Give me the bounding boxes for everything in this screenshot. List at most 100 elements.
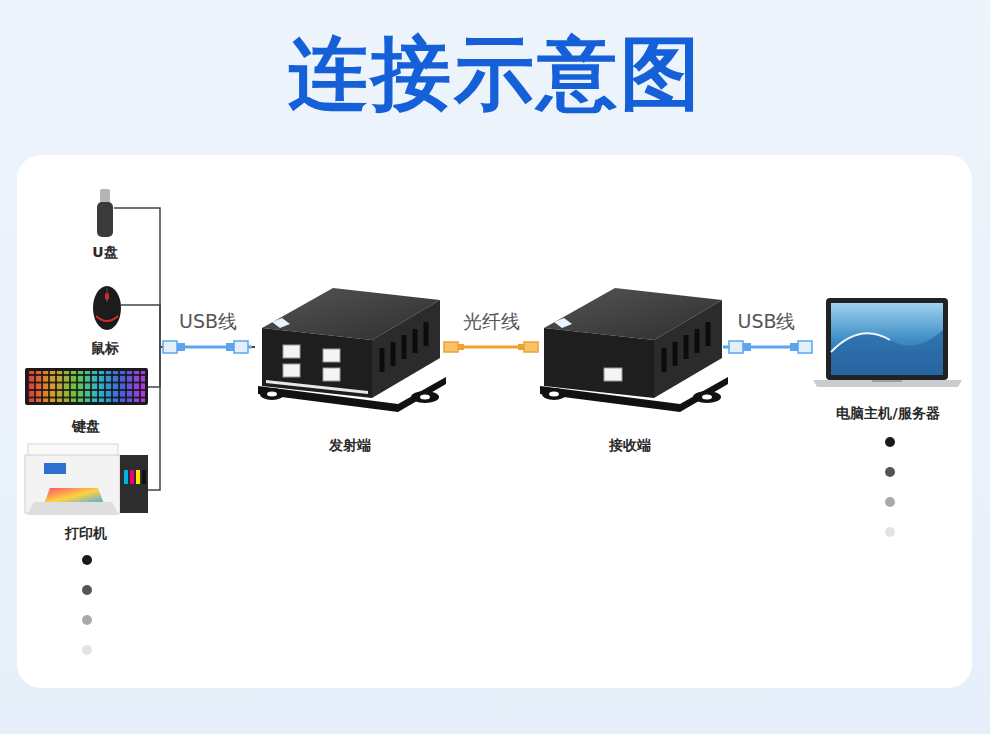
ellipsis-dots-part: [82, 555, 92, 565]
transmitter-device-part-part: [391, 342, 396, 366]
receiver-device-part: [702, 395, 712, 400]
ellipsis-dots-part: [82, 585, 92, 595]
usb-cable-part: [163, 341, 177, 353]
printer-icon-part: [142, 470, 146, 484]
fiber-cable-part: [458, 344, 464, 350]
usb-cable-part: [798, 341, 812, 353]
node-label: 发射端: [329, 435, 371, 455]
printer-icon-part: [148, 489, 150, 491]
usb-cable: [163, 341, 252, 353]
usb-cable: [729, 341, 812, 353]
receiver-device-part: [604, 368, 622, 381]
printer-icon-part: [44, 488, 104, 504]
transmitter-device-part: [411, 391, 439, 403]
mouse-icon-part: [105, 293, 109, 300]
cable-connector: [150, 208, 255, 347]
usb-stick-icon-part: [97, 202, 113, 237]
receiver-device-part-part: [695, 329, 700, 353]
usb-cable-part: [226, 343, 234, 351]
transmitter-device-part: [372, 300, 440, 398]
receiver-device-part-part: [662, 348, 667, 372]
usb-cable-part: [177, 343, 185, 351]
node-label: 打印机: [65, 523, 107, 543]
ellipsis-dots-part: [885, 527, 895, 537]
usb-cable-part: [743, 343, 751, 351]
computer-node: 电脑主机/服务器: [810, 293, 966, 423]
transmitter-device-part: [382, 322, 426, 372]
transmitter-device-part-part: [413, 329, 418, 353]
keyboard-icon-part: [25, 368, 148, 405]
laptop-icon-part: [831, 330, 943, 375]
transmitter-device-part: [260, 388, 284, 400]
usb-cable-part: [790, 343, 798, 351]
ellipsis-dots-part: [885, 437, 895, 447]
laptop-icon-part: [831, 333, 890, 352]
node-label: U盘: [92, 242, 117, 262]
device-node: 打印机: [22, 441, 150, 543]
transmitter-device-part: [266, 380, 368, 394]
ellipsis-dots: [885, 437, 895, 537]
usb-stick-icon-part: [100, 189, 110, 204]
transmitter-device-part-part: [380, 348, 385, 372]
usb-cable-part: [729, 341, 743, 353]
receiver-device: [540, 288, 728, 412]
mouse-icon-part: [121, 304, 150, 306]
transmitter-device-part: [283, 364, 300, 377]
cable-label: USB线: [179, 309, 237, 333]
transmitter-device-part-part: [424, 322, 429, 346]
printer-icon-part: [44, 463, 66, 474]
ellipsis-dots: [82, 555, 92, 655]
printer-icon-part: [27, 502, 119, 515]
fiber-cable-part: [524, 342, 538, 352]
receiver-device-part-part: [673, 342, 678, 366]
printer-icon: [25, 444, 150, 515]
usb-stick-icon: [97, 189, 150, 237]
laptop-icon: [813, 298, 962, 387]
printer-icon-part: [124, 470, 128, 484]
mouse-icon-part: [96, 316, 118, 321]
printer-icon-part: [120, 455, 148, 513]
ellipsis-dots-part: [82, 615, 92, 625]
fiber-cable-part: [444, 342, 458, 352]
fiber-cable-part: [518, 344, 524, 350]
receiver-device-part: [544, 328, 654, 398]
receiver-device-part: [554, 318, 572, 328]
transmitter-device-part: [420, 395, 430, 400]
mouse-icon: [93, 286, 150, 330]
receiver-device-part: [654, 300, 722, 398]
device-node: 鼠标: [60, 283, 150, 358]
usb-stick-icon-part: [114, 207, 150, 209]
node-label: 鼠标: [91, 338, 119, 358]
keyboard-icon: [25, 368, 150, 405]
receiver-device-part-part: [684, 335, 689, 359]
laptop-icon-part: [831, 303, 943, 375]
receiver-device-part: [693, 391, 721, 403]
diagram-title: 连接示意图: [0, 24, 990, 124]
transmitter-device-part: [267, 392, 277, 397]
receiver-device-part: [542, 388, 566, 400]
device-node: U盘: [60, 186, 150, 262]
transmitter-device-part: [262, 328, 372, 398]
transmitter-device-part: [272, 318, 290, 328]
edge-label: USB线: [737, 309, 795, 333]
receiver-device-part: [664, 322, 708, 372]
cable-connector: [150, 347, 255, 490]
device-node: 键盘: [22, 364, 150, 436]
laptop-icon-part: [872, 380, 902, 382]
ellipsis-dots-part: [885, 467, 895, 477]
transmitter-device-part: [323, 368, 340, 381]
keyboard-icon-part: [28, 371, 145, 402]
receiver-device-part-part: [706, 322, 711, 346]
usb-cable-part: [234, 341, 248, 353]
transmitter-device: [258, 288, 446, 412]
keyboard-icon-part: [28, 371, 145, 402]
laptop-icon-part: [813, 380, 962, 387]
transmitter-device-part-part: [402, 335, 407, 359]
keyboard-icon-part: [148, 386, 150, 388]
transmitter-device-part: [283, 345, 300, 358]
ellipsis-dots-part: [82, 645, 92, 655]
ellipsis-dots-part: [885, 497, 895, 507]
node-label: 键盘: [72, 416, 100, 436]
node-label: 电脑主机/服务器: [836, 403, 939, 423]
